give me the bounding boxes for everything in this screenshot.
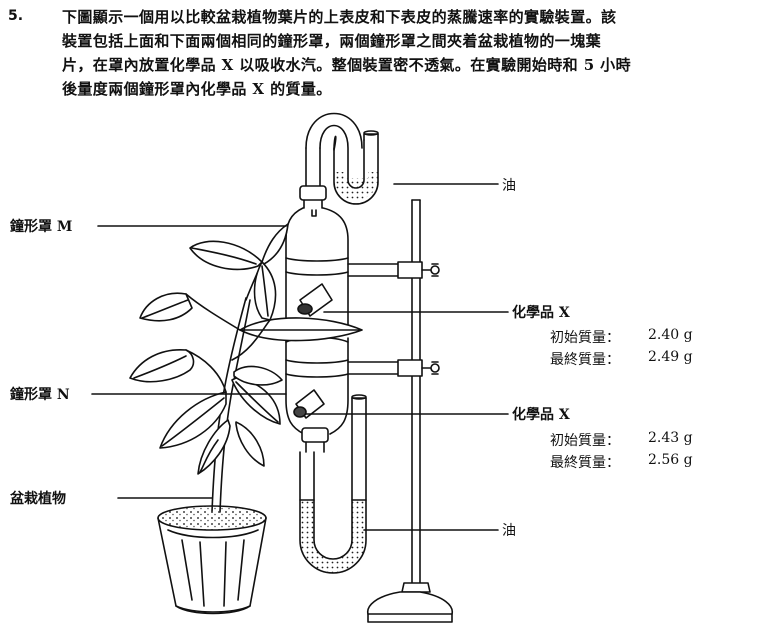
lower-clamp <box>347 359 440 377</box>
chemical-x-bottom-initial-value: 2.43 g <box>648 430 693 446</box>
chemical-x-bottom-title: 化學品 X <box>512 407 570 423</box>
question-line: 裝置包括上面和下面兩個相同的鐘形罩，兩個鐘形罩之間夾着盆栽植物的一塊葉 <box>62 32 602 50</box>
question-text: 下圖顯示一個用以比較盆栽植物葉片的上表皮和下表皮的蒸騰速率的實驗裝置。該 裝置包… <box>62 5 774 101</box>
potted-plant-label: 盆栽植物 <box>10 491 66 507</box>
chemical-x-bottom-initial-label: 初始質量： <box>550 433 620 449</box>
chemical-x-bottom-final-label: 最終質量： <box>550 455 620 471</box>
chemical-x-bottom-bottle <box>293 389 325 419</box>
question-line: 片，在罩內放置化學品 X 以吸收水汽。整個裝置密不透氣。在實驗開始時和 5 小時 <box>62 56 631 74</box>
chemical-x-bottom-final-value: 2.56 g <box>648 452 693 468</box>
chemical-x-top-initial-value: 2.40 g <box>648 327 693 343</box>
oil-top-label: 油 <box>502 178 516 194</box>
upper-clamp <box>347 261 440 279</box>
top-u-tube <box>305 112 379 205</box>
chemical-x-top-bottle <box>297 283 333 317</box>
clamped-leaf <box>239 317 363 342</box>
bell-jar-n <box>285 336 349 453</box>
bell-jar-m-label: 鐘形罩 M <box>10 219 73 235</box>
chemical-x-top-final-value: 2.49 g <box>648 349 693 365</box>
question-line: 下圖顯示一個用以比較盆栽植物葉片的上表皮和下表皮的蒸騰速率的實驗裝置。該 <box>62 8 617 26</box>
bell-jar-n-label: 鐘形罩 N <box>10 387 70 403</box>
question-line: 後量度兩個鐘形罩內化學品 X 的質量。 <box>62 80 332 98</box>
bottom-u-tube <box>299 394 367 574</box>
potted-plant <box>129 223 289 615</box>
leader-lines <box>91 183 509 531</box>
chemical-x-top-title: 化學品 X <box>512 305 570 321</box>
oil-bottom-label: 油 <box>502 523 516 539</box>
chemical-x-top-final-label: 最終質量： <box>550 352 620 368</box>
question-number: 5. <box>8 8 24 24</box>
chemical-x-top-initial-label: 初始質量： <box>550 330 620 346</box>
